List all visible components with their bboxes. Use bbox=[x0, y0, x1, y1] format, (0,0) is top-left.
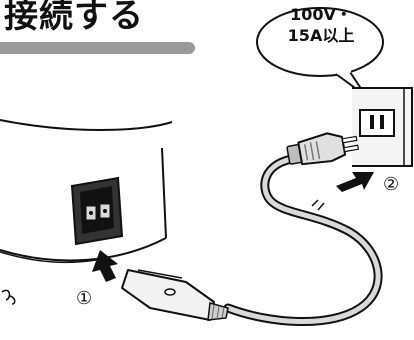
step-2-marker: ② bbox=[383, 174, 400, 195]
decorative-mark bbox=[1, 289, 16, 305]
callout-bubble bbox=[256, 7, 384, 77]
appliance-connector bbox=[121, 269, 229, 321]
power-plug bbox=[286, 132, 360, 166]
page-heading: 接続する bbox=[4, 0, 144, 36]
callout-text: 100V・ 15A以上 bbox=[258, 4, 384, 46]
arrow-to-appliance bbox=[92, 250, 118, 282]
arrow-to-outlet bbox=[336, 172, 374, 192]
step-1-marker: ① bbox=[76, 288, 93, 309]
appliance-inlet bbox=[70, 176, 124, 246]
wall-outlet bbox=[352, 87, 413, 167]
appliance-body bbox=[0, 119, 173, 264]
heading-underline bbox=[0, 42, 195, 54]
callout-line-1: 100V・ bbox=[290, 5, 352, 24]
callout-line-2: 15A以上 bbox=[287, 26, 355, 45]
